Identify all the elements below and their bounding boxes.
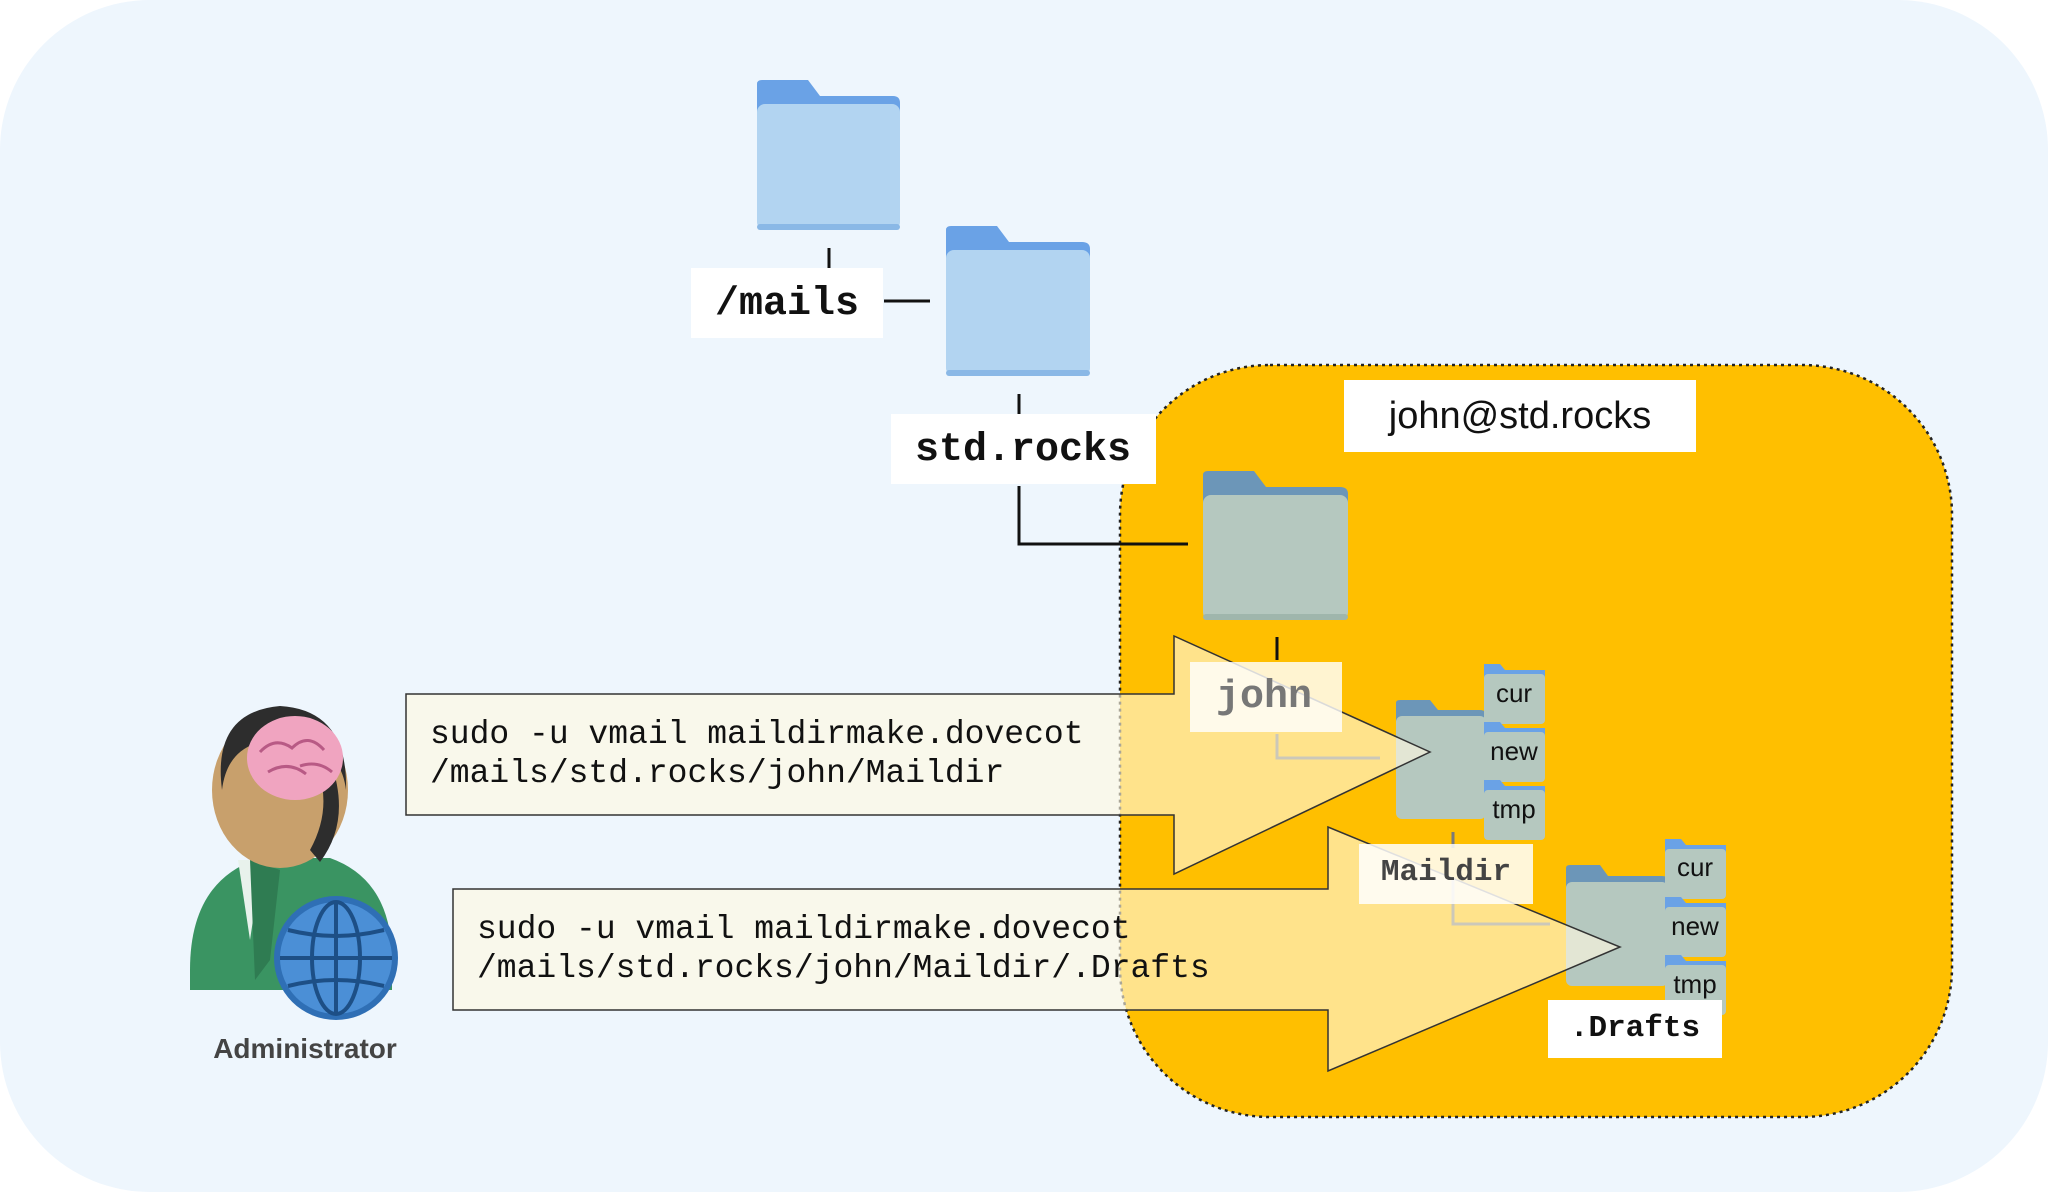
john-label-box: john bbox=[1190, 662, 1342, 732]
drafts-folder-icon bbox=[1566, 865, 1668, 986]
mails-label-box: /mails bbox=[691, 268, 883, 338]
mails-folder-icon bbox=[757, 80, 900, 230]
john-label: john bbox=[1216, 675, 1312, 720]
maildir-new-label: new bbox=[1490, 736, 1538, 766]
drafts-label-box: .Drafts bbox=[1548, 1000, 1722, 1058]
maildir-subfolder-tmp: tmp bbox=[1484, 780, 1545, 840]
std-rocks-label: std.rocks bbox=[915, 428, 1131, 473]
command-drafts-line2: /mails/std.rocks/john/Maildir/.Drafts bbox=[477, 950, 1210, 987]
zone-title-box: john@std.rocks bbox=[1344, 380, 1696, 452]
drafts-tmp-label: tmp bbox=[1673, 969, 1716, 999]
drafts-subfolder-new: new bbox=[1665, 897, 1726, 957]
drafts-cur-label: cur bbox=[1677, 852, 1713, 882]
command-arrow-drafts: sudo -u vmail maildirmake.dovecot /mails… bbox=[452, 825, 1622, 1073]
maildir-label-box: Maildir bbox=[1359, 844, 1533, 904]
command-maildir-line2: /mails/std.rocks/john/Maildir bbox=[430, 755, 1004, 792]
mails-label: /mails bbox=[715, 282, 859, 327]
drafts-subfolder-cur: cur bbox=[1665, 839, 1726, 899]
maildir-folder-icon bbox=[1396, 700, 1486, 819]
maildir-cur-label: cur bbox=[1496, 678, 1532, 708]
administrator-icon bbox=[190, 706, 398, 1020]
drafts-new-label: new bbox=[1671, 911, 1719, 941]
administrator-label: Administrator bbox=[213, 1033, 397, 1064]
maildir-subfolder-new: new bbox=[1484, 722, 1545, 782]
command-maildir-line1: sudo -u vmail maildirmake.dovecot bbox=[430, 716, 1084, 753]
std-rocks-label-box: std.rocks bbox=[891, 414, 1156, 484]
std-rocks-folder-icon bbox=[946, 226, 1090, 376]
zone-title: john@std.rocks bbox=[1388, 395, 1651, 437]
drafts-label: .Drafts bbox=[1570, 1011, 1700, 1046]
maildir-subfolder-cur: cur bbox=[1484, 664, 1545, 724]
command-arrow-maildir: sudo -u vmail maildirmake.dovecot /mails… bbox=[405, 634, 1432, 876]
command-drafts-line1: sudo -u vmail maildirmake.dovecot bbox=[477, 911, 1131, 948]
maildir-tmp-label: tmp bbox=[1492, 794, 1535, 824]
maildir-label: Maildir bbox=[1381, 855, 1511, 890]
john-folder-icon bbox=[1203, 471, 1348, 620]
tree-connectors bbox=[827, 248, 1279, 660]
